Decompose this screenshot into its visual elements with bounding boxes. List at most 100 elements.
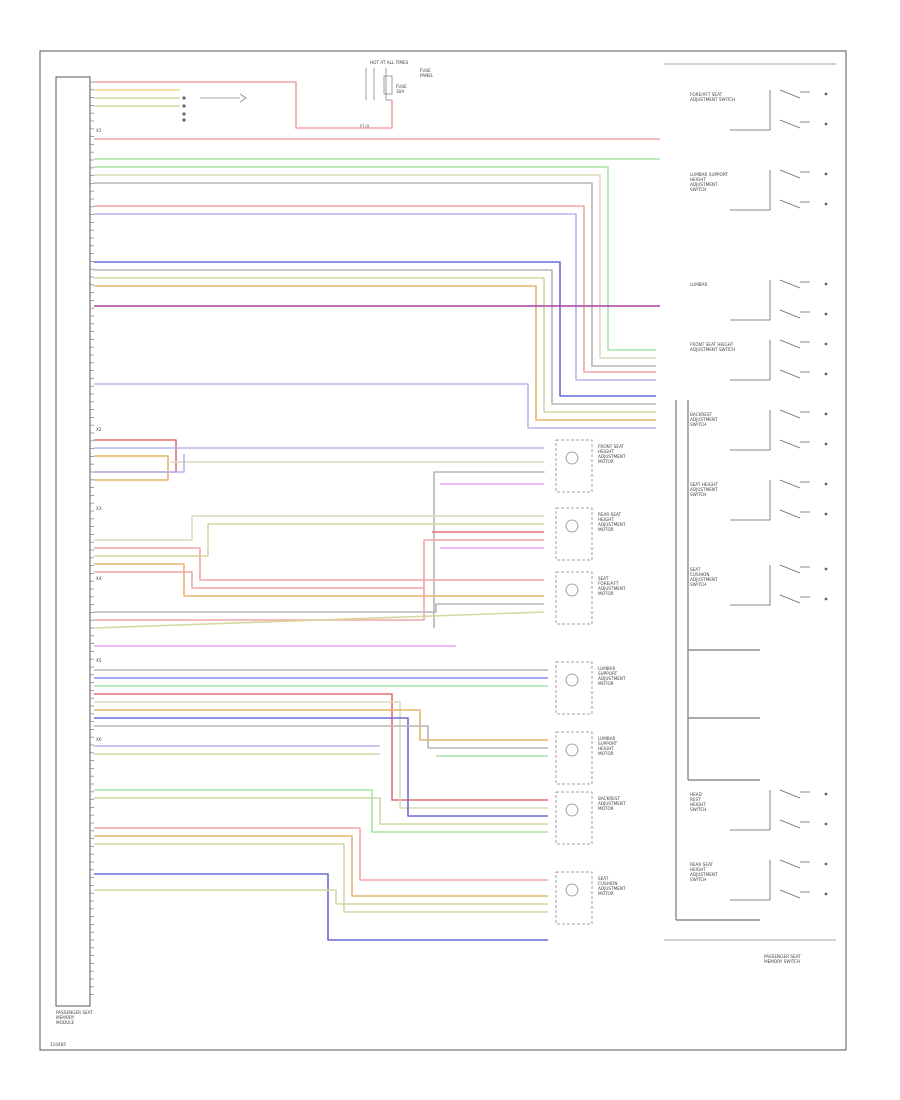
switch-label-line: SEAT: [690, 567, 701, 572]
wire-33: [94, 588, 425, 621]
switch-terminal: [824, 312, 828, 316]
motor-box: [555, 507, 593, 561]
motor-box: [555, 661, 593, 715]
switch-contacts: [730, 789, 810, 831]
switch-label-line: LUMBAR: [690, 282, 708, 287]
wire-40: [94, 701, 548, 809]
switch-terminal: [824, 172, 828, 176]
switch-label-line: ADJUSTMENT SWITCH: [690, 347, 735, 352]
switch-3: LUMBAR: [690, 279, 828, 321]
switch-terminal: [824, 342, 828, 346]
motor-label-line: SUPPORT: [598, 671, 618, 676]
fuse-symbol: [383, 75, 393, 95]
wire-11: [94, 213, 656, 381]
switch-contacts: [730, 279, 810, 321]
switch-label-line: ADJUSTMENT: [690, 577, 718, 582]
module-label-line-1: PASSENGER SEAT: [56, 1010, 93, 1015]
motor-label-line: HEIGHT: [598, 746, 614, 751]
switch-contacts: [730, 564, 810, 606]
switch-terminal: [824, 482, 828, 486]
switch-label-line: SWITCH: [690, 187, 706, 192]
switch-ground-bus: [675, 400, 760, 921]
wire-15: [94, 285, 656, 421]
motor-box: [555, 571, 593, 625]
motor-label-line: MOTOR: [598, 459, 614, 464]
motor-symbol: [565, 583, 579, 597]
motor-label-line: MOTOR: [598, 527, 614, 532]
switch-label-line: SWITCH: [690, 877, 706, 882]
wire-14: [94, 277, 656, 413]
wire-25: [94, 515, 544, 541]
wire-43: [94, 725, 548, 749]
memory-switch-label-line-2: MEMORY SWITCH: [764, 959, 800, 964]
switch-terminal: [824, 442, 828, 446]
wire-13: [94, 269, 656, 405]
switch-terminal: [824, 92, 828, 96]
motor-symbol: [565, 883, 579, 897]
connector-label-x2: X2: [96, 427, 102, 432]
connector-label-x1: X1: [96, 128, 102, 133]
switch-terminal: [824, 862, 828, 866]
connector-dot: [182, 96, 186, 100]
motor-label-line: BACKREST: [598, 796, 621, 801]
wire-48: [94, 797, 548, 825]
switch-label-line: ADJUSTMENT: [690, 872, 718, 877]
switch-terminal: [824, 282, 828, 286]
switch-terminal: [824, 792, 828, 796]
motor-label-line: ADJUSTMENT: [598, 676, 626, 681]
switch-terminal: [824, 892, 828, 896]
wire-39: [94, 693, 548, 801]
motor-label-line: REAR SEAT: [598, 512, 622, 517]
switch-terminal: [824, 372, 828, 376]
wire-29: [94, 539, 544, 589]
wire-34: [93, 611, 545, 629]
motor-label-line: MOTOR: [598, 591, 614, 596]
wire-42: [94, 717, 548, 817]
motor-symbol: [565, 451, 579, 465]
motor-label-line: CUSHION: [598, 881, 617, 886]
wire-51: [94, 843, 548, 913]
fuse-panel-label-line-1: FUSE: [420, 68, 431, 73]
motor-label-line: LUMBAR: [598, 666, 616, 671]
wire-20: [94, 455, 169, 481]
switch-terminal: [824, 202, 828, 206]
switch-area-rules: [664, 63, 836, 941]
connector-dot: [182, 118, 186, 122]
footer-id: 110485: [50, 1042, 66, 1047]
switch-label-line: SWITCH: [690, 422, 706, 427]
wire-1: [94, 81, 393, 129]
diagram-frame: [39, 50, 847, 1051]
motor-label-line: FORE/AFT: [598, 581, 619, 586]
switch-terminal: [824, 822, 828, 826]
wire-50: [94, 835, 548, 897]
module-pin-stubs: [90, 81, 94, 995]
wire-41: [94, 709, 548, 741]
wire-10: [94, 205, 656, 373]
motor-symbol: [565, 673, 579, 687]
switch-terminal: [824, 597, 828, 601]
motor-label-line: MOTOR: [598, 806, 614, 811]
